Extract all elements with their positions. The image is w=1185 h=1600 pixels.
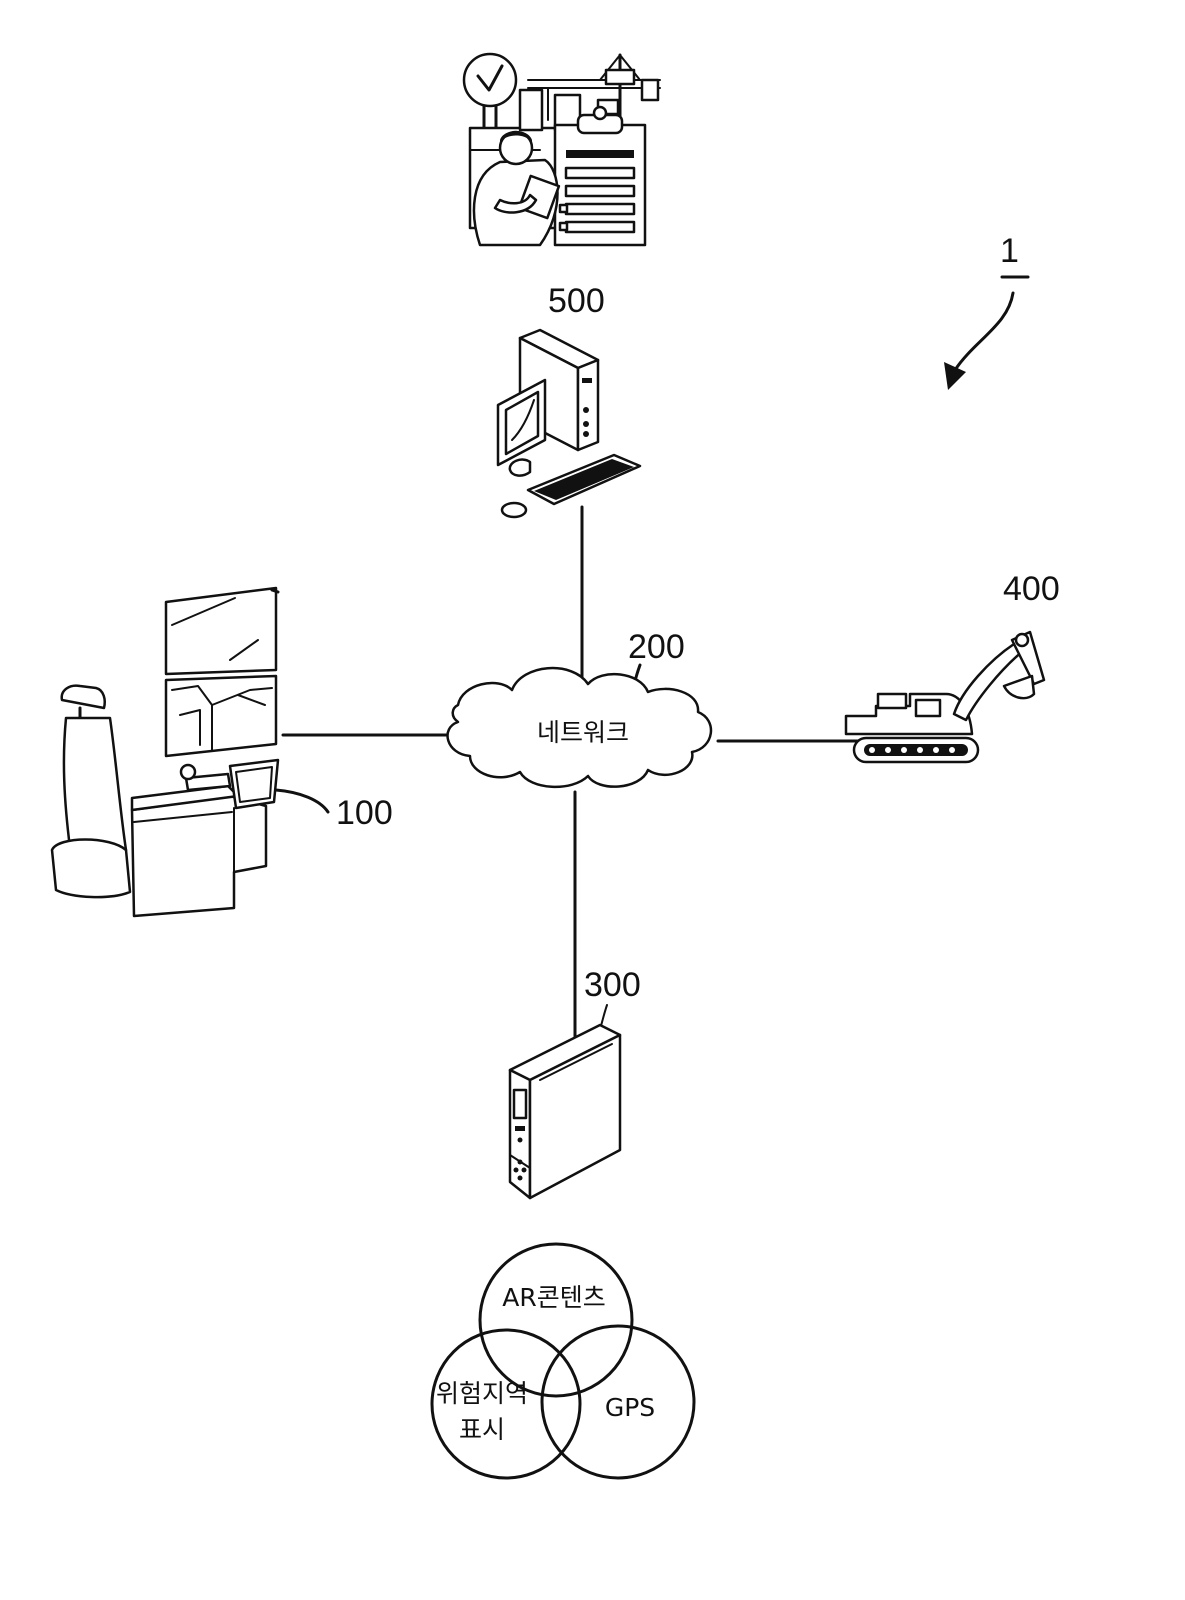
cockpit-100: 100 [52,588,393,916]
server-ref-label: 300 [584,966,641,1004]
site-manager-illustration [464,54,660,245]
excavator-ref-label: 400 [1003,570,1060,608]
checklist-clipboard-icon [555,107,645,245]
computer-ref-label: 500 [548,282,605,320]
excavator-icon [846,632,1044,762]
monitor-wall-icon [166,588,278,756]
keyboard-icon [528,455,640,504]
network-label: 네트워크 [537,718,629,747]
venn-label-danger-line2: 표시 [459,1415,505,1444]
cockpit-ref-label: 100 [336,794,393,832]
system-ref-arrow-shaft [955,293,1013,370]
cockpit-ref-leader [276,790,328,812]
operator-seat-icon [52,686,130,897]
excavator-400: 400 [846,570,1060,762]
system-ref-label: 1 [1000,232,1019,270]
computer-500: 500 [498,282,640,517]
venn-label-ar: AR콘텐츠 [502,1283,605,1312]
system-ref-arrowhead [944,362,966,390]
server-tower-icon [510,1025,620,1198]
network-200: 200 네트워크 [448,628,711,787]
clock-icon [464,54,516,106]
venn-circle-ar [480,1244,632,1396]
venn-label-gps: GPS [605,1393,655,1422]
tablet-display-icon [230,760,278,808]
system-reference: 1 [944,232,1028,390]
venn-diagram: AR콘텐츠 위험지역 표시 GPS [432,1244,694,1478]
mouse-icon [502,503,526,517]
venn-label-danger-line1: 위험지역 [436,1379,528,1408]
monitor-icon [498,380,545,476]
network-ref-label: 200 [628,628,685,666]
